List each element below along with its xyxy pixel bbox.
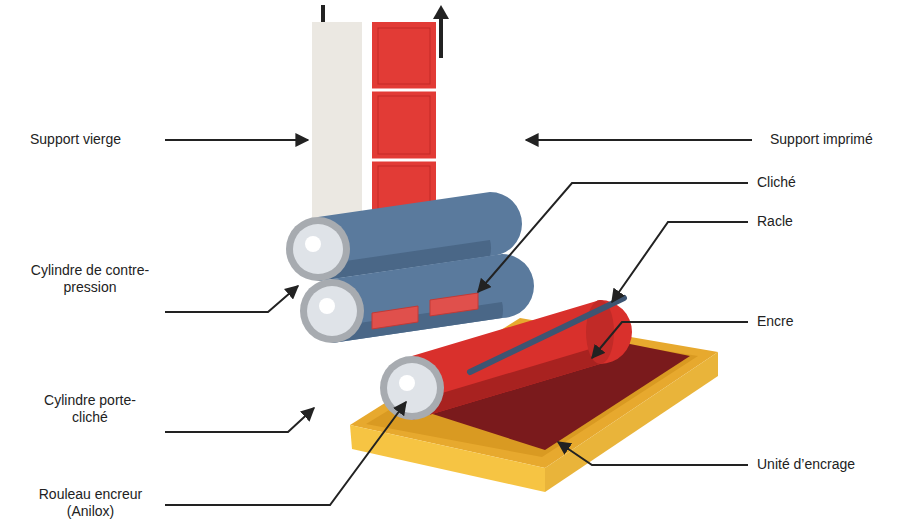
plate bbox=[372, 306, 418, 329]
part-label: Racle bbox=[757, 213, 897, 230]
part-label: Cliché bbox=[757, 174, 897, 191]
part-label: Rouleau encreur (Anilox) bbox=[28, 486, 153, 520]
part-label: Unité d’encrage bbox=[757, 456, 897, 473]
part-label: Support vierge bbox=[30, 131, 160, 148]
blank-web bbox=[312, 22, 362, 240]
leader-lines bbox=[165, 140, 752, 505]
anilox-roller bbox=[380, 300, 632, 420]
doctor-blade bbox=[470, 298, 624, 372]
part-label: Cylindre porte-cliché bbox=[40, 392, 140, 426]
plate bbox=[430, 293, 478, 316]
part-label: Cylindre de contre-pression bbox=[30, 262, 150, 296]
printed-web bbox=[372, 22, 436, 230]
part-label: Support imprimé bbox=[770, 131, 900, 148]
part-label: Encre bbox=[757, 313, 897, 330]
